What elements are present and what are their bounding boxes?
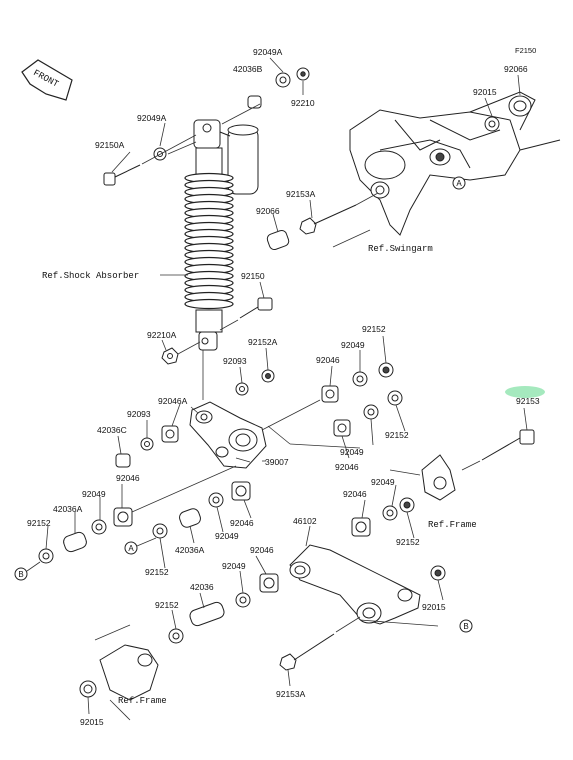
- part-number-label: 92152: [362, 324, 386, 334]
- frame-right-drawing: [389, 454, 456, 501]
- part-number-label: 92049A: [253, 47, 283, 57]
- front-arrow-icon: FRONT: [21, 59, 73, 101]
- part-number-label: 92049: [341, 340, 365, 350]
- part-number-label: 39007: [265, 457, 289, 467]
- part-labels: 92049A42036B92210920669201592049A92150A9…: [27, 47, 540, 727]
- ref-frame-bottom: Ref.Frame: [118, 696, 167, 706]
- part-number-label: 92093: [223, 356, 247, 366]
- part-number-label: 92210: [291, 98, 315, 108]
- part-number-label: 92066: [504, 64, 528, 74]
- part-number-label: 92093: [127, 409, 151, 419]
- part-number-label: 42036A: [53, 504, 83, 514]
- part-number-label: 92046: [316, 355, 340, 365]
- part-number-label: 92046: [335, 462, 359, 472]
- part-number-label: 92153A: [286, 189, 316, 199]
- part-number-label: 92152: [145, 567, 169, 577]
- part-number-label: 92049: [340, 447, 364, 457]
- part-number-label: 92046: [250, 545, 274, 555]
- swingarm-drawing: [349, 91, 561, 236]
- part-number-label: 92049: [82, 489, 106, 499]
- shock-absorber-drawing: [184, 119, 259, 400]
- part-number-label: 92152: [385, 430, 409, 440]
- marker-b-right: B: [463, 622, 468, 631]
- ref-swingarm: Ref.Swingarm: [368, 244, 433, 254]
- frame-bottom-drawing: [79, 624, 159, 721]
- part-number-label: 42036C: [97, 425, 127, 435]
- shock-bottom-hardware: [161, 297, 273, 365]
- part-number-label: 92046: [230, 518, 254, 528]
- part-number-label: 92152A: [248, 337, 278, 347]
- part-number-label: 46102: [293, 516, 317, 526]
- part-number-label: 92049A: [137, 113, 167, 123]
- part-number-label: 92015: [80, 717, 104, 727]
- rocker-arm-drawing: [189, 399, 361, 469]
- part-number-label: 92049: [215, 531, 239, 541]
- tie-rod-bolt: [279, 616, 361, 671]
- part-number-label: 92210A: [147, 330, 177, 340]
- leader-lines: [45, 57, 528, 715]
- part-number-label: 92152: [27, 518, 51, 528]
- part-number-label: 92066: [256, 206, 280, 216]
- marker-a-top: A: [456, 179, 462, 188]
- swingarm-pivot-bolt: [299, 192, 379, 235]
- part-number-label: 92150: [241, 271, 265, 281]
- tie-rod-drawing: [289, 544, 439, 627]
- part-number-label: 92153: [516, 396, 540, 406]
- part-number-label: 92153A: [276, 689, 306, 699]
- part-number-label: 92015: [422, 602, 446, 612]
- highlight-marker: [505, 386, 545, 398]
- part-number-label: 92046A: [158, 396, 188, 406]
- part-number-label: 42036A: [175, 545, 205, 555]
- part-number-label: 92150A: [95, 140, 125, 150]
- figure-code: F2150: [515, 46, 536, 55]
- part-number-label: 92152: [396, 537, 420, 547]
- shock-top-hardware: [103, 67, 310, 186]
- part-number-label: 42036B: [233, 64, 263, 74]
- part-number-label: 92152: [155, 600, 179, 610]
- long-bolt-92153: [461, 429, 535, 471]
- part-number-label: 42036: [190, 582, 214, 592]
- part-number-label: 92049: [222, 561, 246, 571]
- part-number-label: 92046: [116, 473, 140, 483]
- marker-b-left: B: [18, 570, 23, 579]
- part-number-label: 92046: [343, 489, 367, 499]
- part-number-label: 92015: [473, 87, 497, 97]
- bearings-group: [38, 362, 415, 644]
- ref-shock-absorber: Ref.Shock Absorber: [42, 271, 139, 281]
- ref-frame-right: Ref.Frame: [428, 520, 477, 530]
- part-number-label: 92049: [371, 477, 395, 487]
- marker-a-left: A: [128, 544, 134, 553]
